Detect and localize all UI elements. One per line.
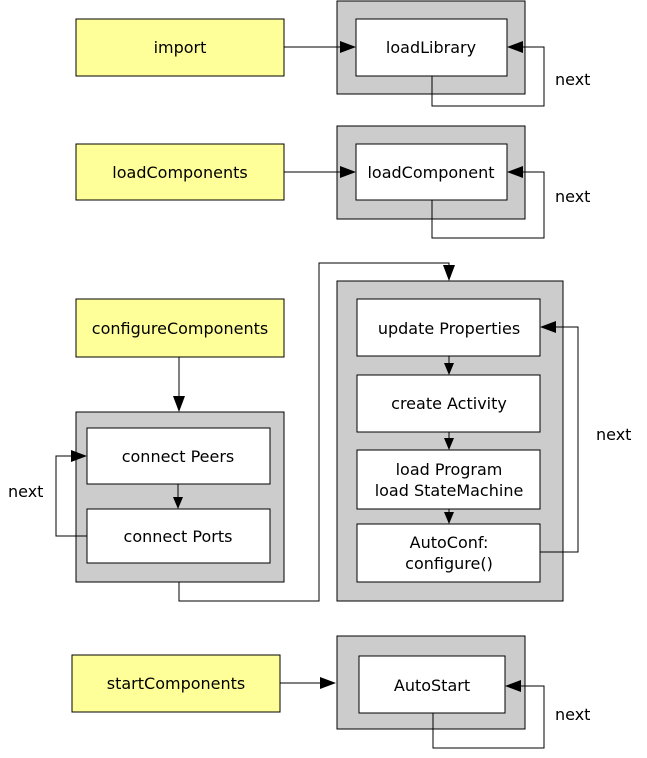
load-components-action-label: loadComponents xyxy=(112,163,247,182)
update-properties-step-label: update Properties xyxy=(378,319,520,338)
connect-loop-arrowhead xyxy=(71,450,87,462)
autostart-step-box xyxy=(358,655,506,714)
configure-down-arrowhead xyxy=(173,396,185,412)
load-components-action-box xyxy=(75,143,285,201)
import-action-label: import xyxy=(154,38,207,57)
import-arrowhead xyxy=(340,41,356,53)
configure-steps-loop-arrowhead xyxy=(540,321,556,333)
connect-loop-label: next xyxy=(8,482,43,501)
load-library-loop-arrowhead xyxy=(507,41,523,53)
load-program-step-label-1: load Program xyxy=(396,460,503,479)
autoconf-step-label-2: configure() xyxy=(405,554,493,573)
load-component-loop xyxy=(431,171,545,239)
load-library-step-label: loadLibrary xyxy=(386,38,476,57)
autostart-step-label: AutoStart xyxy=(394,676,470,695)
connect-to-properties-arrowhead xyxy=(443,265,455,281)
connect-to-properties-connector xyxy=(178,262,450,602)
connect-ports-step-label: connect Ports xyxy=(124,527,233,546)
load-library-loop xyxy=(431,46,545,107)
program-to-autoconf-arrowhead xyxy=(444,512,454,524)
configure-steps-loop-label: next xyxy=(596,425,631,444)
load-program-step-label-2: load StateMachine xyxy=(375,481,524,500)
load-component-loop-arrowhead xyxy=(507,166,523,178)
load-component-step-label: loadComponent xyxy=(367,163,494,182)
connect-peers-step-label: connect Peers xyxy=(122,447,235,466)
autostart-loop-arrowhead xyxy=(505,680,521,692)
start-components-action-box xyxy=(71,654,281,713)
connect-ports-step-box xyxy=(86,508,271,564)
configure-components-action-label: configureComponents xyxy=(92,319,268,338)
connect-loop xyxy=(55,455,87,537)
load-library-step-box xyxy=(355,18,508,77)
autoconf-step-label-1: AutoConf: xyxy=(410,533,489,552)
configure-steps-loop xyxy=(540,326,579,553)
load-program-step-box xyxy=(356,449,541,510)
start-components-action-label: startComponents xyxy=(107,674,246,693)
properties-to-activity-arrowhead xyxy=(444,363,454,375)
load-library-loop-label: next xyxy=(555,70,590,89)
peers-to-ports-arrowhead xyxy=(173,497,183,509)
load-components-arrowhead xyxy=(340,166,356,178)
configure-components-action-box xyxy=(75,298,285,358)
update-properties-step-box xyxy=(356,298,541,357)
import-action-box xyxy=(75,18,285,77)
activity-to-program-arrowhead xyxy=(444,438,454,450)
create-activity-step-label: create Activity xyxy=(391,394,507,413)
autostart-loop xyxy=(432,685,545,749)
load-component-loop-label: next xyxy=(555,187,590,206)
autostart-loop-label: next xyxy=(555,705,590,724)
start-components-arrowhead xyxy=(320,677,336,689)
autoconf-step-box xyxy=(356,523,541,583)
